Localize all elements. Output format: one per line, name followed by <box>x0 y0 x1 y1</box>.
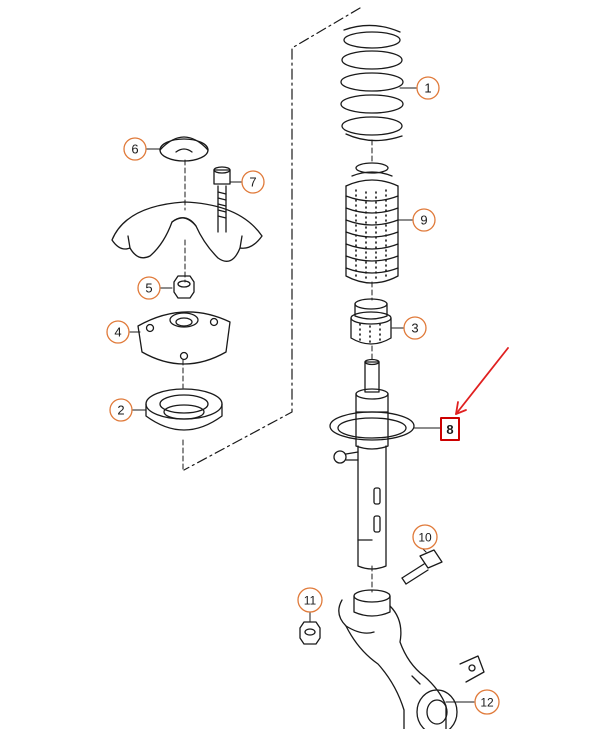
svg-text:9: 9 <box>420 213 427 228</box>
callout-4[interactable]: 4 <box>106 320 130 344</box>
callout-5[interactable]: 5 <box>137 276 161 300</box>
svg-text:1: 1 <box>424 81 431 96</box>
hex-nut-upper <box>173 275 195 299</box>
leader-lines <box>129 87 475 703</box>
callout-10[interactable]: 10 <box>412 524 438 550</box>
centerlines <box>182 139 373 623</box>
svg-text:4: 4 <box>114 325 121 340</box>
bellows-boot <box>345 162 399 284</box>
callout-6[interactable]: 6 <box>123 137 147 161</box>
callout-3[interactable]: 3 <box>403 316 427 340</box>
svg-text:5: 5 <box>145 281 152 296</box>
assembly-dash-frame <box>183 7 361 471</box>
bump-stop-texture <box>359 323 381 345</box>
svg-text:10: 10 <box>418 531 432 545</box>
coil-spring <box>340 24 404 142</box>
steering-knuckle <box>338 589 485 734</box>
callout-8-highlighted[interactable]: 8 <box>440 417 460 441</box>
strut-mount <box>137 311 231 365</box>
svg-text:8: 8 <box>446 422 453 437</box>
callout-1[interactable]: 1 <box>416 76 440 100</box>
svg-text:6: 6 <box>131 142 138 157</box>
svg-text:11: 11 <box>304 594 317 608</box>
svg-text:3: 3 <box>411 321 418 336</box>
bump-stop <box>350 298 392 345</box>
callout-9[interactable]: 9 <box>412 208 436 232</box>
strut-bearing <box>145 388 223 431</box>
knuckle-bolt <box>401 549 443 585</box>
svg-text:12: 12 <box>480 696 494 710</box>
mount-bolt <box>213 166 231 233</box>
bellows-texture <box>355 189 387 281</box>
red-arrow-icon <box>455 347 509 415</box>
dust-cap <box>159 136 209 162</box>
strut-mount-cover <box>111 201 263 262</box>
svg-text:2: 2 <box>117 403 124 418</box>
callout-2[interactable]: 2 <box>109 398 133 422</box>
hex-nut-lower <box>299 621 321 645</box>
callout-11[interactable]: 11 <box>297 587 323 613</box>
callout-12[interactable]: 12 <box>474 689 500 715</box>
svg-text:7: 7 <box>249 175 256 190</box>
callout-7[interactable]: 7 <box>241 170 265 194</box>
shock-absorber-strut <box>329 358 415 570</box>
